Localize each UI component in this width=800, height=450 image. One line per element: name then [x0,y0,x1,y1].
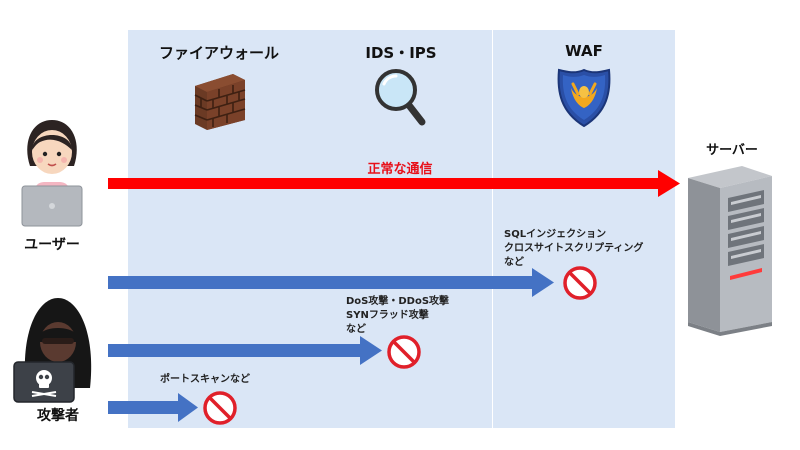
brick-wall-icon [194,74,246,130]
ids-note-line: SYNフラッド攻撃 [346,310,429,321]
magnifying-glass-icon [375,69,426,126]
server-label: サーバー [706,143,758,158]
firewall-attack-arrow [108,393,198,422]
firewall-title: ファイアウォール [158,44,279,62]
waf-column: WAF [493,30,675,428]
firewall-column: ファイアウォール [128,30,310,428]
ids-note-line: など [346,324,366,335]
ids-note-line: DoS攻撃・DDoS攻撃 [346,296,450,307]
firewall-note-line: ポートスキャンなど [160,374,250,385]
user-label: ユーザー [24,237,80,253]
normal-traffic-label: 正常な通信 [367,162,433,177]
waf-block-note: SQLインジェクション クロスサイトスクリプティング など [504,228,643,270]
ids-block-icon [387,335,421,369]
shield-icon [557,68,611,128]
waf-note-line: など [504,257,524,268]
attacker-avatar [13,298,92,403]
attacker-label: 攻撃者 [37,408,79,424]
firewall-block-note: ポートスキャンなど [160,373,250,387]
firewall-block-icon [203,391,237,425]
user-avatar [21,120,83,227]
waf-note-line: SQLインジェクション [504,229,607,240]
ids-ips-title: IDS・IPS [365,44,437,62]
server-icon [688,166,772,336]
ids-block-note: DoS攻撃・DDoS攻撃 SYNフラッド攻撃 など [346,295,449,337]
ids-attack-arrow [108,336,382,365]
normal-traffic-arrow [108,170,680,197]
waf-note-line: クロスサイトスクリプティング [504,243,644,254]
waf-title: WAF [565,42,603,60]
waf-block-icon [563,266,597,300]
waf-attack-arrow [108,268,554,297]
